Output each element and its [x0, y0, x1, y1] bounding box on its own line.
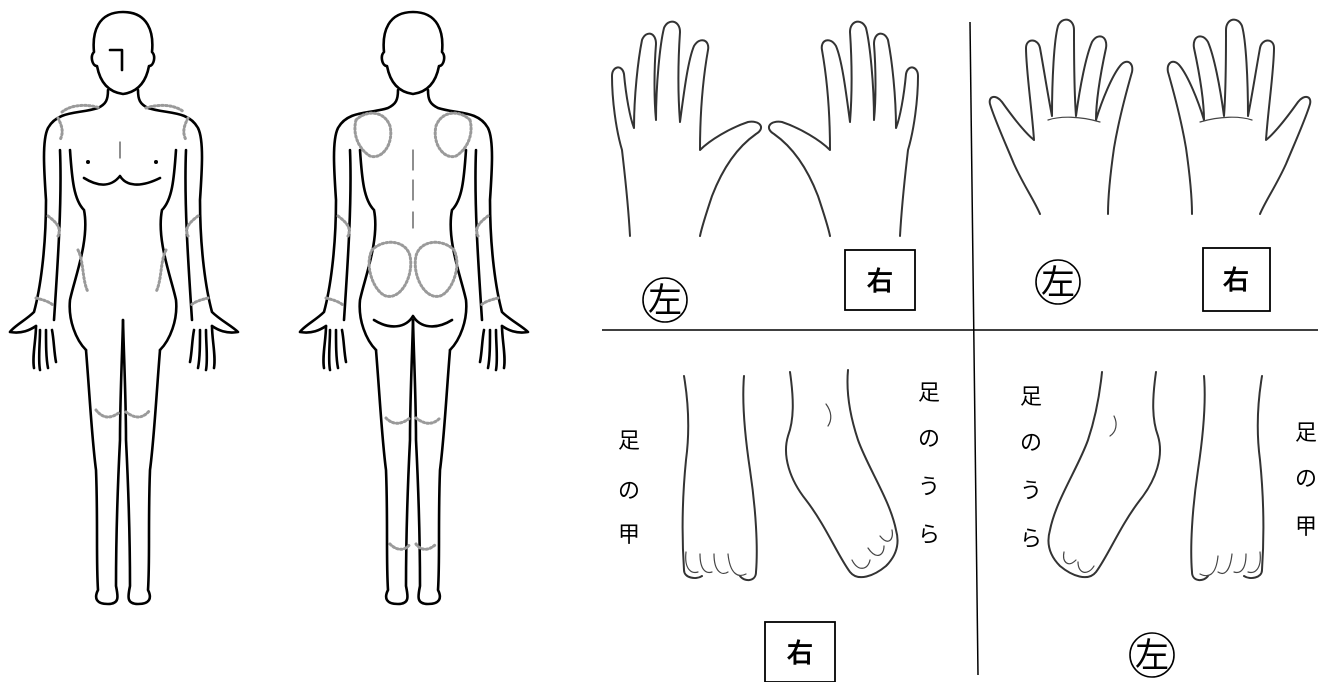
body-front-figure — [10, 12, 238, 604]
svg-text:の: の — [1295, 467, 1317, 492]
svg-text:右: 右 — [787, 639, 813, 669]
left-label-hands-back: 左 — [643, 278, 687, 322]
foot-right-top-view — [683, 376, 757, 580]
foot-left-sole-view — [1048, 372, 1160, 577]
left-label-palms: 左 — [1036, 260, 1080, 304]
right-label-feet: 右 — [765, 622, 835, 682]
body-back-figure — [300, 12, 528, 604]
right-label-hands-back: 右 — [845, 250, 915, 310]
svg-text:の: の — [918, 427, 940, 452]
svg-text:左: 左 — [1135, 636, 1169, 676]
svg-text:右: 右 — [867, 267, 893, 297]
svg-text:左: 左 — [1041, 263, 1075, 303]
svg-text:ら: ら — [1020, 527, 1042, 552]
foot-top-label-left: 足 の 甲 — [1295, 421, 1317, 540]
svg-text:足: 足 — [1020, 385, 1042, 410]
svg-text:の: の — [618, 479, 640, 504]
foot-right-sole-view — [786, 370, 898, 577]
foot-sole-label-right: 足 の う ら — [918, 381, 940, 548]
divider-vertical — [970, 22, 978, 675]
svg-text:う: う — [1020, 479, 1042, 504]
foot-top-label-right: 足 の 甲 — [618, 429, 640, 548]
right-label-palms: 右 — [1203, 248, 1270, 311]
svg-text:足: 足 — [918, 381, 940, 406]
foot-left-top-view — [1191, 376, 1263, 580]
left-label-feet: 左 — [1130, 633, 1174, 677]
svg-text:足: 足 — [618, 429, 640, 454]
svg-text:甲: 甲 — [1295, 515, 1317, 540]
hands-palm-pair — [990, 20, 1311, 214]
svg-text:の: の — [1020, 431, 1042, 456]
svg-text:右: 右 — [1223, 266, 1249, 296]
svg-text:う: う — [918, 475, 940, 500]
svg-text:足: 足 — [1295, 421, 1317, 446]
hands-back-pair — [612, 22, 918, 236]
svg-text:甲: 甲 — [618, 523, 640, 548]
foot-sole-label-left: 足 の う ら — [1020, 385, 1042, 552]
svg-text:左: 左 — [648, 281, 682, 321]
svg-text:ら: ら — [918, 523, 940, 548]
